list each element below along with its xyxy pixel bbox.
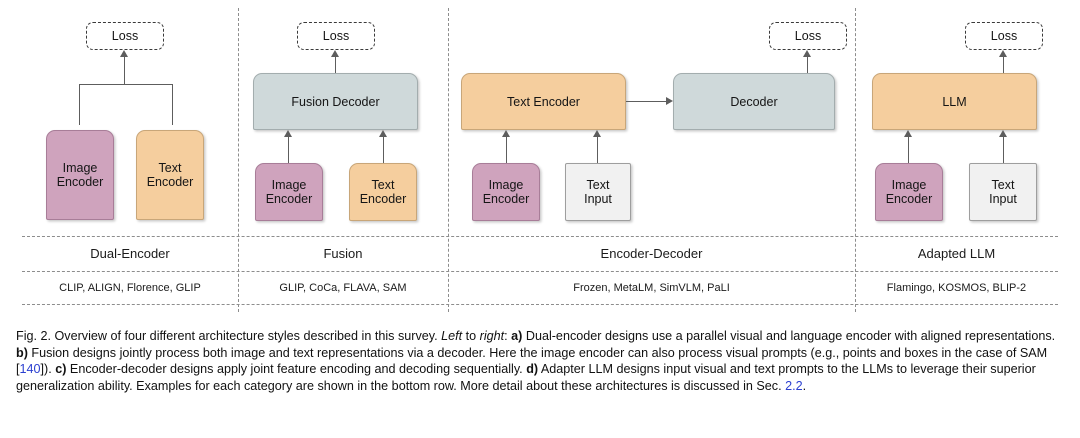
caption-text-b: Fusion designs jointly process both imag… bbox=[16, 345, 1048, 377]
text-encoder-node-encdec: Text Encoder bbox=[461, 73, 626, 130]
caption-text-2: : bbox=[504, 329, 512, 343]
connector-text-encoder-to-fusion bbox=[383, 137, 385, 163]
connector-image-encoder-to-llm bbox=[908, 137, 910, 163]
row-divider-bottom bbox=[22, 304, 1058, 305]
connector-fusion-decoder-to-loss bbox=[335, 57, 337, 73]
image-encoder-node-dual: Image Encoder bbox=[46, 130, 114, 220]
caption-text-to: to bbox=[462, 329, 480, 343]
section-link-2-2[interactable]: 2.2 bbox=[785, 379, 803, 394]
image-encoder-node-llm: Image Encoder bbox=[875, 163, 943, 221]
caption-label-a: a) bbox=[511, 329, 523, 343]
arrowhead-to-loss-fusion bbox=[331, 50, 339, 57]
style-label-dual-encoder: Dual-Encoder bbox=[90, 246, 170, 261]
connector-llm-to-loss bbox=[1003, 57, 1005, 73]
loss-node-fusion: Loss bbox=[297, 22, 375, 50]
arrowhead-to-loss-dual bbox=[120, 50, 128, 57]
connector-encoder-to-decoder bbox=[626, 101, 666, 103]
row-divider-mid bbox=[22, 271, 1058, 272]
decoder-node-encdec: Decoder bbox=[673, 73, 835, 130]
fusion-decoder-node: Fusion Decoder bbox=[253, 73, 418, 130]
caption-label-b: b) bbox=[16, 345, 28, 360]
panel-divider-3 bbox=[855, 8, 856, 312]
examples-dual-encoder: CLIP, ALIGN, Florence, GLIP bbox=[59, 281, 201, 294]
text-encoder-node-fusion: Text Encoder bbox=[349, 163, 417, 221]
arrowhead-textinput-to-textencoder bbox=[593, 130, 601, 137]
panel-divider-1 bbox=[238, 8, 239, 312]
arrowhead-encoder-to-decoder bbox=[666, 97, 673, 105]
caption-text-a: Dual-encoder designs use a parallel visu… bbox=[522, 329, 1056, 343]
loss-node-adapted-llm: Loss bbox=[965, 22, 1043, 50]
caption-text-end: . bbox=[802, 379, 807, 394]
caption-em-right: right bbox=[479, 329, 505, 343]
architecture-figure: Loss Image Encoder Text Encoder Loss Fus… bbox=[22, 8, 1058, 312]
image-encoder-node-fusion: Image Encoder bbox=[255, 163, 323, 221]
caption-figure-number: Fig. 2. bbox=[16, 329, 51, 343]
style-label-fusion: Fusion bbox=[323, 246, 363, 261]
caption-text-c: Encoder-decoder designs apply joint feat… bbox=[66, 362, 527, 377]
examples-fusion: GLIP, CoCa, FLAVA, SAM bbox=[279, 281, 407, 294]
text-input-node-encdec: Text Input bbox=[565, 163, 631, 221]
caption-em-left: Left bbox=[441, 329, 463, 343]
connector-bracket-dual bbox=[79, 84, 173, 125]
llm-node: LLM bbox=[872, 73, 1037, 130]
loss-node-dual-encoder: Loss bbox=[86, 22, 164, 50]
examples-encoder-decoder: Frozen, MetaLM, SimVLM, PaLI bbox=[573, 281, 730, 294]
arrowhead-image-to-llm bbox=[904, 130, 912, 137]
caption-text-b2: ]). bbox=[40, 362, 56, 377]
row-divider-top bbox=[22, 236, 1058, 237]
caption-text-d: Adapter LLM designs input visual and tex… bbox=[16, 362, 1036, 394]
examples-adapted-llm: Flamingo, KOSMOS, BLIP-2 bbox=[886, 281, 1027, 294]
citation-link-140[interactable]: 140 bbox=[19, 362, 41, 377]
arrowhead-to-loss-llm bbox=[999, 50, 1007, 57]
figure-caption: Fig. 2. Overview of four different archi… bbox=[16, 328, 1066, 395]
style-label-adapted-llm: Adapted LLM bbox=[917, 246, 996, 261]
arrowhead-textinput-to-llm bbox=[999, 130, 1007, 137]
connector-decoder-to-loss bbox=[807, 57, 809, 73]
image-encoder-node-encdec: Image Encoder bbox=[472, 163, 540, 221]
text-input-node-llm: Text Input bbox=[969, 163, 1037, 221]
connector-image-encoder-to-fusion bbox=[288, 137, 290, 163]
style-label-encoder-decoder: Encoder-Decoder bbox=[600, 246, 703, 261]
caption-label-d: d) bbox=[526, 362, 539, 377]
caption-label-c: c) bbox=[55, 362, 67, 377]
connector-text-input-to-llm bbox=[1003, 137, 1005, 163]
text-encoder-node-dual: Text Encoder bbox=[136, 130, 204, 220]
connector-image-encoder-to-textencoder bbox=[506, 137, 508, 163]
arrowhead-to-loss-encdec bbox=[803, 50, 811, 57]
loss-node-encoder-decoder: Loss bbox=[769, 22, 847, 50]
arrowhead-image-to-fusion bbox=[284, 130, 292, 137]
panel-divider-2 bbox=[448, 8, 449, 312]
arrowhead-image-to-textencoder bbox=[502, 130, 510, 137]
caption-text-1: Overview of four different architecture … bbox=[51, 329, 442, 343]
arrowhead-text-to-fusion bbox=[379, 130, 387, 137]
connector-bracket-to-loss bbox=[124, 57, 126, 85]
connector-text-input-to-textencoder bbox=[597, 137, 599, 163]
